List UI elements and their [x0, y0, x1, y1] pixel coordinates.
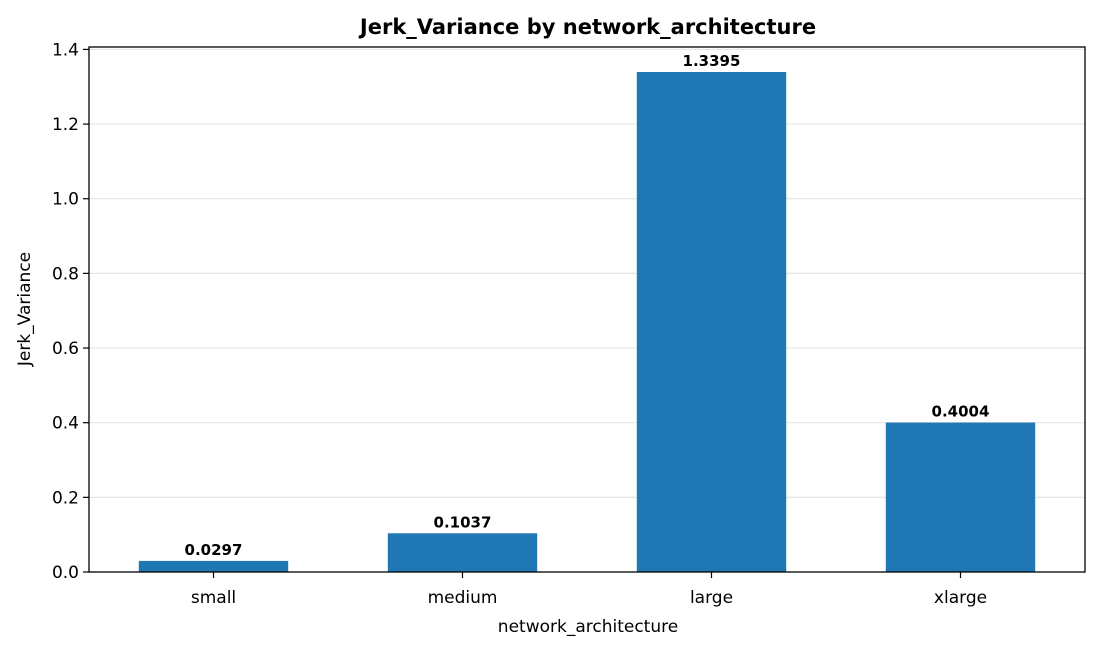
- bar-value-labels: 0.0297 0.1037 1.3395 0.4004: [185, 52, 990, 559]
- y-tick-label: 0.8: [52, 264, 79, 284]
- bar-value-label: 0.1037: [434, 513, 492, 531]
- x-tick-label: large: [690, 588, 733, 608]
- bar-large: [636, 72, 787, 573]
- bar-value-label: 0.0297: [185, 541, 243, 559]
- x-axis: small medium large xlarge: [191, 572, 987, 608]
- bar-value-label: 0.4004: [932, 403, 990, 421]
- y-axis: 0.0 0.2 0.4 0.6 0.8 1.0 1.2 1.4: [52, 40, 89, 583]
- bar-value-label: 1.3395: [683, 52, 741, 70]
- bar-small: [138, 560, 289, 572]
- y-tick-label: 0.4: [52, 414, 79, 434]
- bar-xlarge: [885, 422, 1036, 572]
- y-tick-label: 0.2: [52, 488, 79, 508]
- y-tick-label: 1.2: [52, 115, 79, 135]
- y-axis-label: Jerk_Variance: [15, 252, 35, 367]
- grid-lines: [89, 48, 1085, 498]
- x-tick-label: xlarge: [934, 588, 987, 608]
- chart-title: Jerk_Variance by network_architecture: [358, 15, 816, 39]
- bars: [138, 72, 1036, 573]
- y-tick-label: 1.0: [52, 190, 79, 210]
- y-tick-label: 0.0: [52, 563, 79, 583]
- bar-medium: [387, 533, 538, 572]
- y-tick-label: 1.4: [52, 40, 79, 60]
- x-tick-label: medium: [428, 588, 498, 608]
- plot-frame: [88, 46, 1086, 573]
- y-tick-label: 0.6: [52, 339, 79, 359]
- x-tick-label: small: [191, 588, 236, 608]
- x-axis-label: network_architecture: [498, 617, 678, 637]
